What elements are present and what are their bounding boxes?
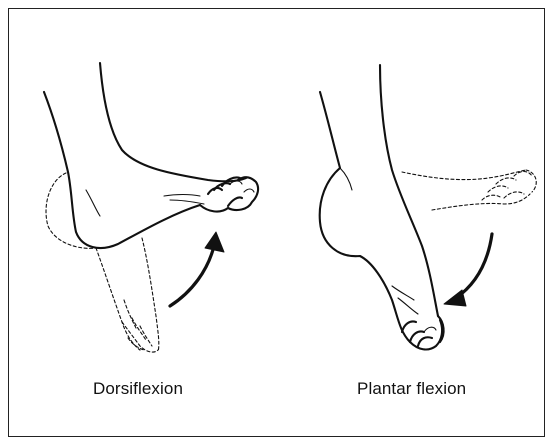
dorsiflexion-foot-details bbox=[86, 181, 254, 216]
plantar-flexion-label: Plantar flexion bbox=[357, 379, 466, 399]
dorsiflexion-ghost-foot bbox=[46, 173, 159, 352]
plantar-flexion-figure bbox=[320, 65, 537, 349]
dorsiflexion-figure bbox=[44, 63, 258, 352]
plantar-foot-details bbox=[340, 168, 436, 332]
dorsiflexion-label: Dorsiflexion bbox=[93, 379, 183, 399]
plantar-foot bbox=[320, 65, 444, 349]
plantar-flexion-arrow bbox=[444, 234, 492, 306]
dorsiflexion-foot bbox=[44, 63, 258, 248]
plantar-ghost-foot bbox=[402, 170, 536, 210]
dorsiflexion-arrow bbox=[170, 232, 224, 306]
